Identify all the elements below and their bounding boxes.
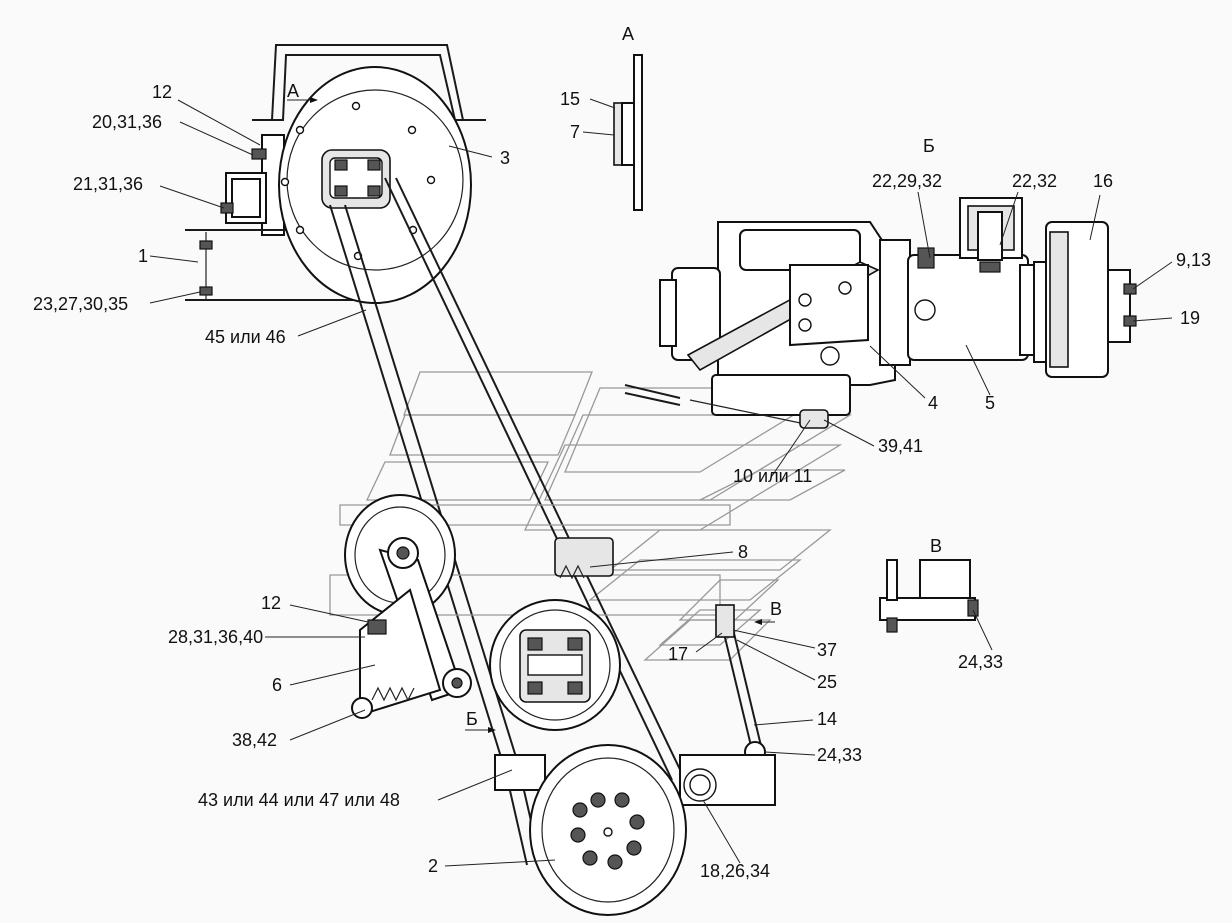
label-3: 3 (500, 148, 510, 168)
label-9-13: 9,13 (1176, 250, 1211, 270)
label-17: 17 (668, 644, 688, 664)
part-labels: А Б В А Б В 12 20,31,36 21,31,36 1 23,27… (33, 24, 1211, 881)
label-24-33-view: 24,33 (958, 652, 1003, 672)
label-23-27-30-35: 23,27,30,35 (33, 294, 128, 314)
label-22-29-32: 22,29,32 (872, 171, 942, 191)
leader-lines (149, 98, 1173, 867)
label-view-a: А (622, 24, 634, 44)
label-18-26-34: 18,26,34 (700, 861, 770, 881)
view-a (613, 54, 643, 211)
label-4: 4 (928, 393, 938, 413)
upper-bracket (185, 44, 486, 301)
label-6: 6 (272, 675, 282, 695)
pump-assembly (624, 197, 1137, 429)
label-21-31-36: 21,31,36 (73, 174, 143, 194)
label-arrow-a: А (287, 81, 299, 101)
label-14: 14 (817, 709, 837, 729)
middle-pulley (489, 599, 621, 731)
label-arrow-v: В (770, 599, 782, 619)
view-v (879, 559, 979, 633)
drive-pulley (494, 744, 776, 916)
label-1: 1 (138, 246, 148, 266)
label-45-46: 45 или 46 (205, 327, 286, 347)
label-28-31-36-40: 28,31,36,40 (168, 627, 263, 647)
label-19: 19 (1180, 308, 1200, 328)
label-15: 15 (560, 89, 580, 109)
label-25: 25 (817, 672, 837, 692)
label-arrow-b: Б (466, 709, 478, 729)
label-12-mid: 12 (261, 593, 281, 613)
upper-pulley (278, 66, 472, 304)
label-37: 37 (817, 640, 837, 660)
label-view-b: Б (923, 136, 935, 156)
rod-assembly (715, 604, 766, 763)
label-2: 2 (428, 856, 438, 876)
label-view-v: В (930, 536, 942, 556)
label-43-44-47-48: 43 или 44 или 47 или 48 (198, 790, 400, 810)
label-5: 5 (985, 393, 995, 413)
label-7: 7 (570, 122, 580, 142)
label-16: 16 (1093, 171, 1113, 191)
label-12-top: 12 (152, 82, 172, 102)
label-24-33-main: 24,33 (817, 745, 862, 765)
label-8: 8 (738, 542, 748, 562)
view-arrows (287, 97, 775, 733)
label-22-32: 22,32 (1012, 171, 1057, 191)
label-10-11: 10 или 11 (733, 466, 812, 486)
label-20-31-36: 20,31,36 (92, 112, 162, 132)
label-38-42: 38,42 (232, 730, 277, 750)
label-39-41: 39,41 (878, 436, 923, 456)
